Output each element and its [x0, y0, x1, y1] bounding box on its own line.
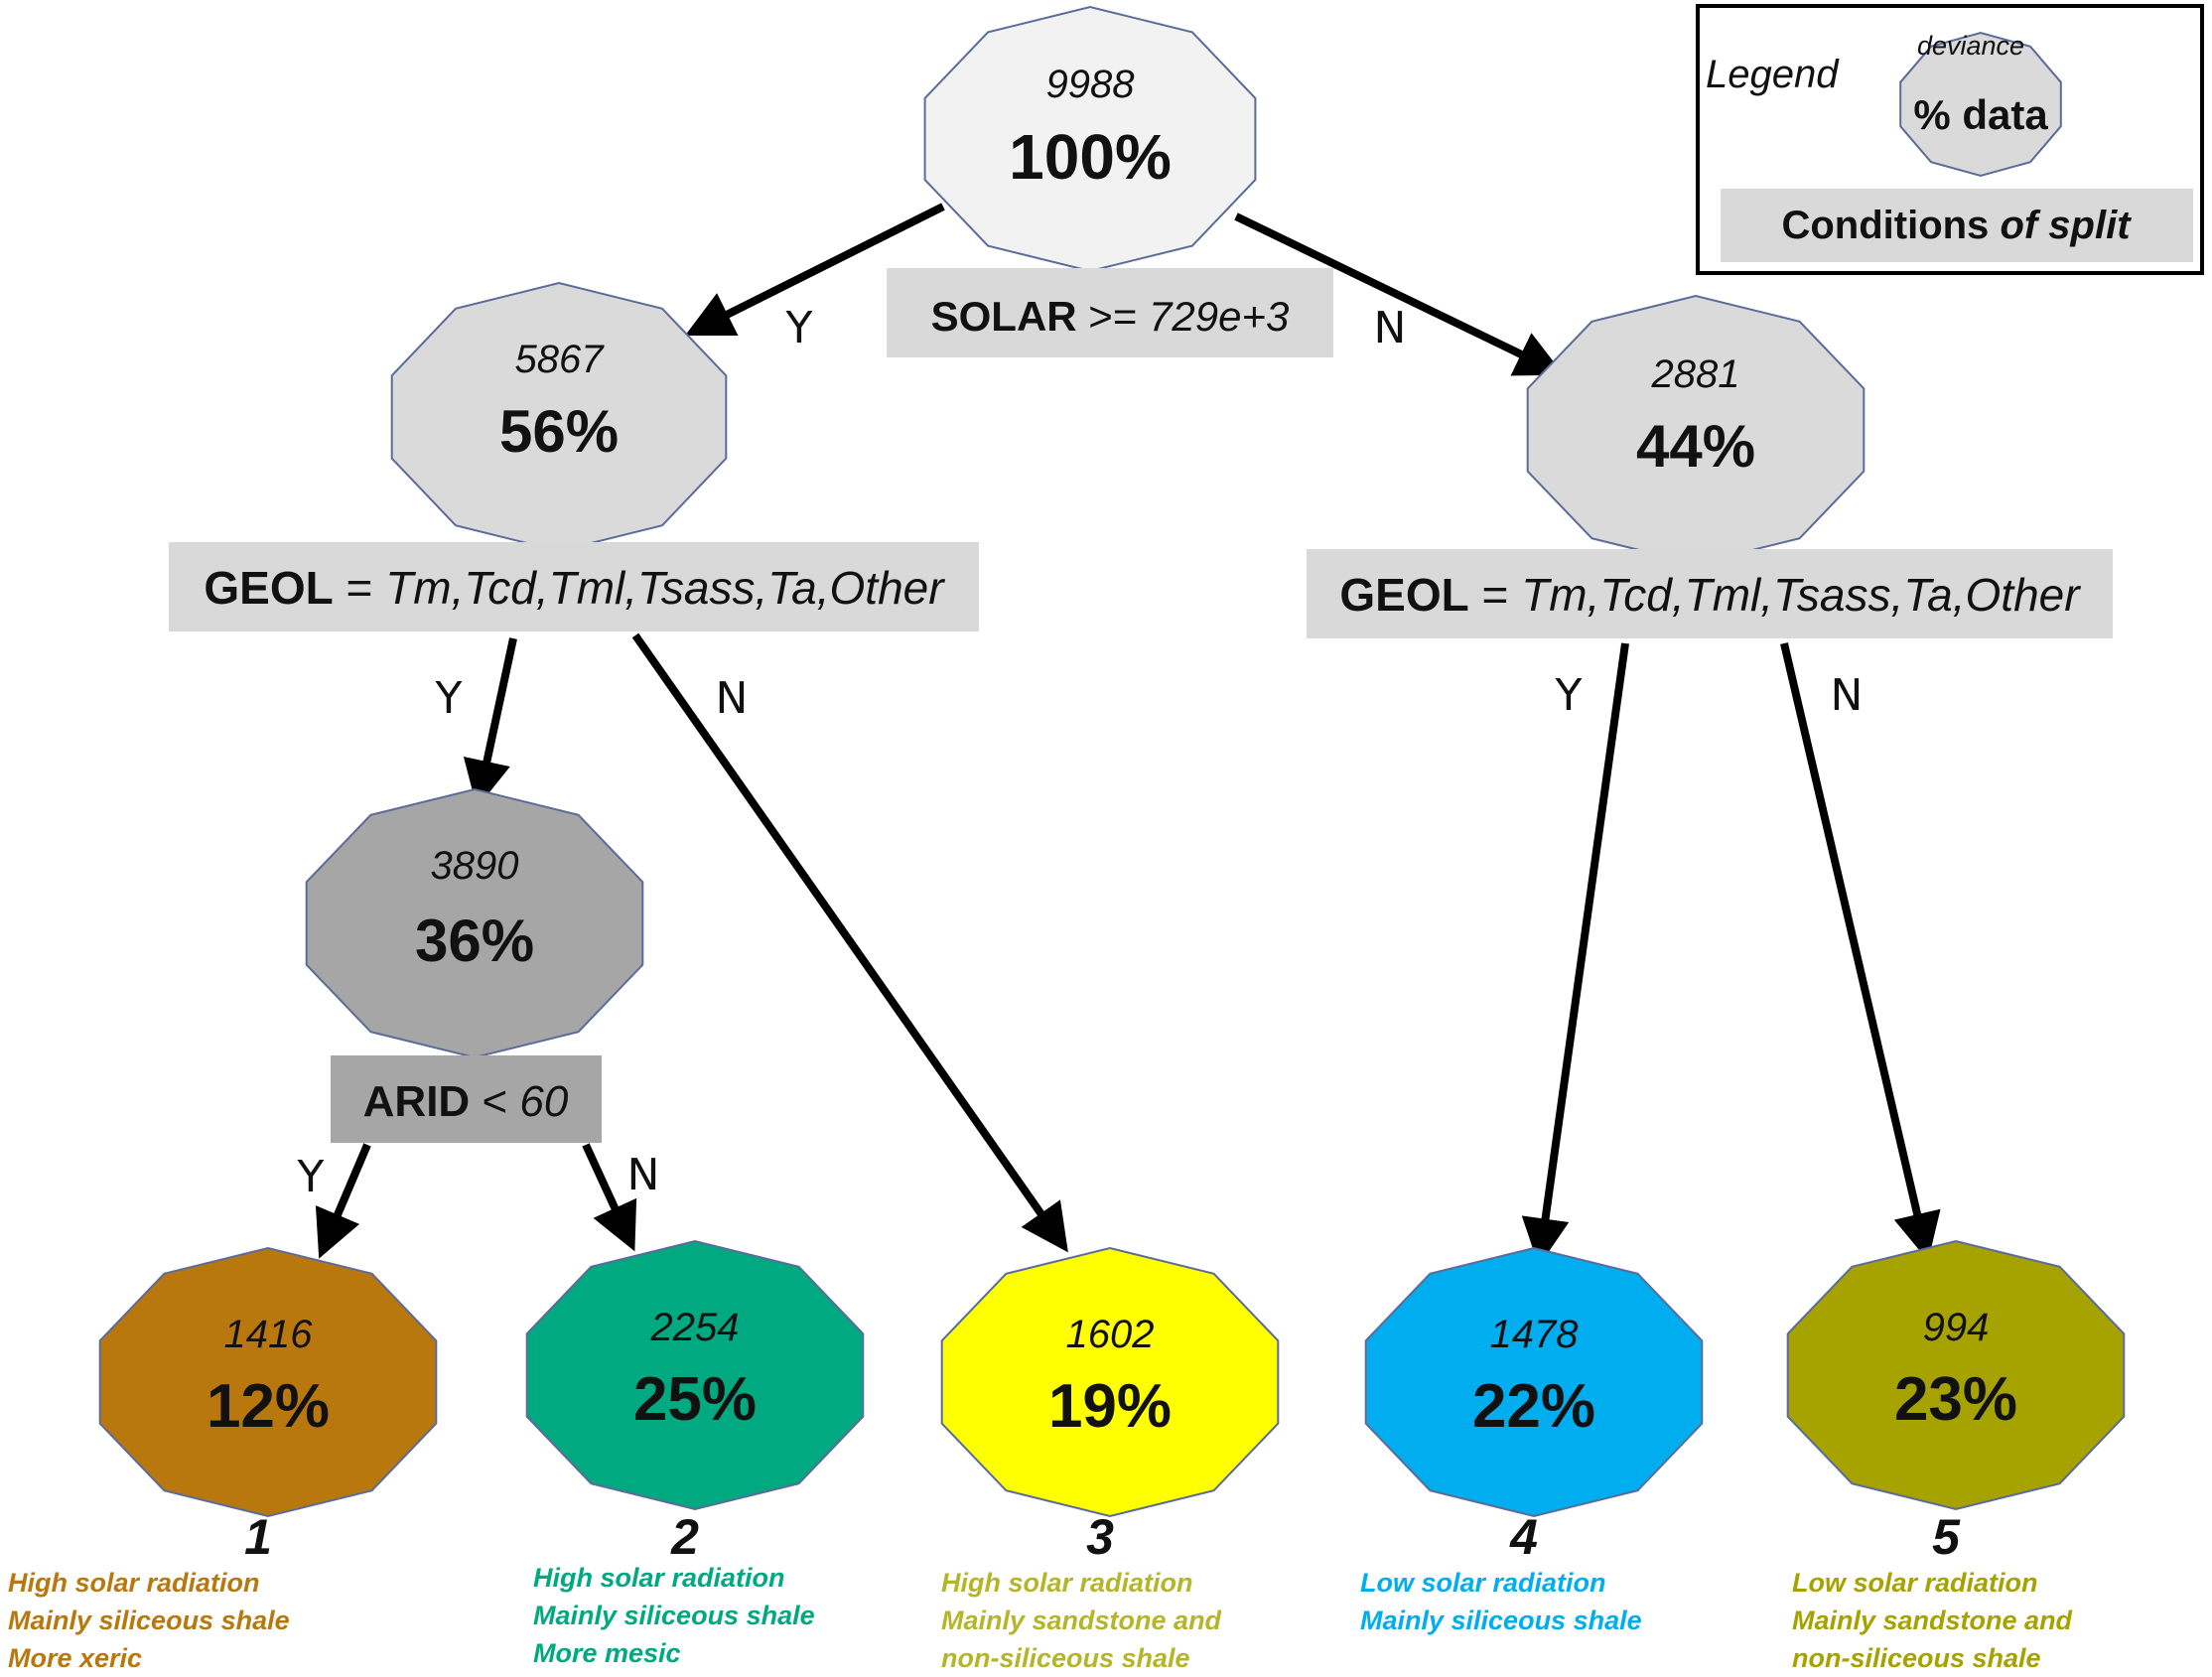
leaf-node-shape	[940, 1246, 1280, 1518]
leaf-description-line: More mesic	[533, 1638, 681, 1668]
leaf-node-shape	[98, 1246, 438, 1518]
edge-right-leaf4	[1521, 642, 1629, 1267]
leaf-number: 2	[670, 1509, 699, 1565]
legend-split-label: Conditions of split	[1781, 204, 2132, 247]
leaf-description-line: non-siliceous shale	[1792, 1643, 2041, 1673]
branch-label-no: N	[1831, 670, 1864, 721]
leaf-description-line: Mainly sandstone and	[941, 1606, 1222, 1635]
split-geol-right: GEOL = Tm,Tcd,Tml,Tsass,Ta,Other	[1307, 549, 2113, 638]
legend-title: Legend	[1706, 53, 1840, 96]
edge-root-left	[684, 203, 945, 337]
edge-left-leaf3	[631, 632, 1068, 1253]
leaf-description-line: Mainly sandstone and	[1792, 1606, 2073, 1635]
svg-text:GEOL = Tm,Tcd,Tml,Tsass,Ta,Oth: GEOL = Tm,Tcd,Tml,Tsass,Ta,Other	[204, 562, 945, 614]
leaf-deviance: 1416	[224, 1313, 314, 1356]
node-root-deviance: 9988	[1046, 63, 1136, 106]
leaf-description-line: non-siliceous shale	[941, 1643, 1190, 1673]
tree-edges	[315, 203, 1941, 1267]
svg-text:ARID < 60: ARID < 60	[363, 1077, 569, 1126]
edge-root-right	[1234, 212, 1565, 376]
node-right-pct: 44%	[1636, 413, 1755, 480]
leaf-description-line: More xeric	[8, 1643, 142, 1673]
node-left-deviance: 5867	[515, 338, 606, 381]
leaf-number: 1	[244, 1509, 272, 1565]
leaf-pct: 25%	[633, 1365, 757, 1434]
edge-mid-leaf1	[315, 1143, 371, 1259]
svg-text:GEOL = Tm,Tcd,Tml,Tsass,Ta,Oth: GEOL = Tm,Tcd,Tml,Tsass,Ta,Other	[1339, 569, 2081, 621]
leaf-description-line: High solar radiation	[533, 1563, 785, 1593]
leaf-deviance: 2254	[650, 1306, 740, 1349]
svg-text:SOLAR >= 729e+3: SOLAR >= 729e+3	[931, 293, 1290, 340]
split-geol-left: GEOL = Tm,Tcd,Tml,Tsass,Ta,Other	[169, 542, 979, 631]
branch-label-no: N	[716, 673, 749, 724]
leaf-pct: 23%	[1894, 1365, 2017, 1434]
leaf-description-line: Low solar radiation	[1360, 1568, 1606, 1598]
leaf-node-shape	[1364, 1246, 1704, 1518]
leaf-deviance: 1602	[1066, 1313, 1155, 1356]
leaf-node-shape	[1786, 1239, 2126, 1511]
node-mid-deviance: 3890	[431, 844, 519, 888]
node-mid-shape	[305, 787, 644, 1059]
node-left-pct: 56%	[499, 398, 619, 465]
branch-label-yes: Y	[435, 673, 463, 724]
node-root-shape	[923, 5, 1257, 273]
branch-label-no: N	[627, 1150, 660, 1200]
leaf-description-line: Mainly siliceous shale	[1360, 1606, 1642, 1635]
split-solar: SOLAR >= 729e+3	[887, 268, 1333, 357]
leaf-number: 3	[1086, 1509, 1114, 1565]
leaf-deviance: 1478	[1490, 1313, 1580, 1356]
leaf-number: 4	[1509, 1509, 1538, 1565]
legend-deviance-label: deviance	[1917, 31, 2024, 61]
branch-label-no: N	[1374, 303, 1407, 353]
leaf-description-line: High solar radiation	[941, 1568, 1193, 1598]
edge-mid-leaf2	[582, 1143, 637, 1252]
leaf-description-line: Low solar radiation	[1792, 1568, 2038, 1598]
leaf-description-line: Mainly siliceous shale	[8, 1606, 290, 1635]
leaf-node-shape	[525, 1239, 865, 1511]
node-left: 5867 56%	[390, 281, 728, 553]
leaf-deviance: 994	[1923, 1306, 1990, 1349]
node-right: 2881 44%	[1526, 294, 1866, 566]
leaf-description-line: Mainly siliceous shale	[533, 1601, 815, 1630]
leaf-pct: 12%	[207, 1372, 330, 1441]
node-mid: 3890 36%	[305, 787, 644, 1059]
leaf-pct: 19%	[1048, 1372, 1172, 1441]
legend-pct-label: % data	[1913, 91, 2048, 138]
branch-label-yes: Y	[1555, 670, 1583, 721]
branch-label-yes: Y	[297, 1152, 325, 1202]
leaf-number: 5	[1932, 1509, 1961, 1565]
legend-box: Legend deviance % data Conditions of spl…	[1696, 4, 2204, 275]
edge-right-leaf5	[1780, 642, 1941, 1261]
leaf-description-line: High solar radiation	[8, 1568, 260, 1598]
branch-label-yes: Y	[785, 303, 813, 353]
node-root-pct: 100%	[1009, 121, 1172, 193]
node-mid-pct: 36%	[415, 908, 534, 974]
split-arid: ARID < 60	[331, 1055, 602, 1143]
leaf-pct: 22%	[1472, 1372, 1595, 1441]
node-root: 9988 100%	[923, 5, 1257, 273]
node-right-deviance: 2881	[1651, 352, 1740, 396]
edge-left-mid	[463, 637, 517, 808]
branch-labels: Y N Y N Y N Y N	[297, 303, 1864, 1202]
legend-split-box	[1721, 189, 2193, 262]
legend-node-shape	[1899, 31, 2062, 178]
